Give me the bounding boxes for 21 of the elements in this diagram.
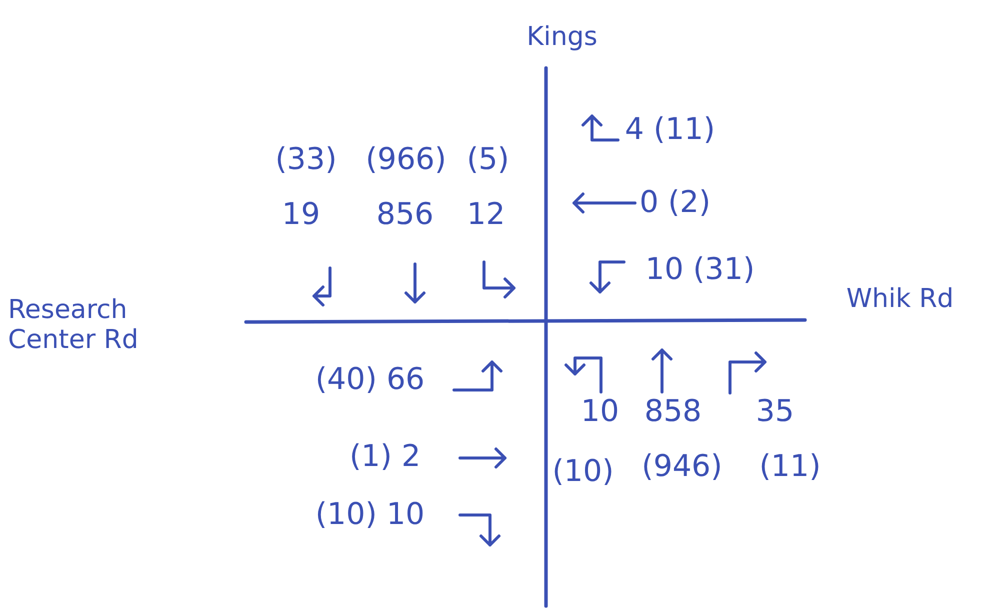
street-name: Research Center Rd xyxy=(8,296,140,356)
volume-label: (966) xyxy=(366,142,446,178)
volume-label: (11) xyxy=(759,450,821,484)
volume-label: 35 xyxy=(756,394,794,430)
volume-label: 858 xyxy=(644,394,702,430)
volume-label: 19 xyxy=(282,198,320,232)
volume-label: 0 (2) xyxy=(639,186,711,220)
volume-label: 10 (31) xyxy=(645,252,755,288)
volume-label: (946) xyxy=(642,450,722,484)
volume-label: 12 xyxy=(466,198,506,232)
volume-label: (5) xyxy=(466,142,510,178)
volume-label: (33) xyxy=(275,142,337,178)
street-name: Whik Rd xyxy=(846,285,954,315)
volume-label: (10) 10 xyxy=(315,498,425,532)
volume-label: 4 (11) xyxy=(624,112,716,148)
volume-label: 856 xyxy=(376,198,434,232)
volume-label: 10 xyxy=(580,394,620,430)
street-name: Kings xyxy=(526,23,598,53)
volume-label: (40) 66 xyxy=(315,362,425,398)
volume-label: (1) 2 xyxy=(349,440,421,474)
volume-label: (10) xyxy=(552,454,614,490)
